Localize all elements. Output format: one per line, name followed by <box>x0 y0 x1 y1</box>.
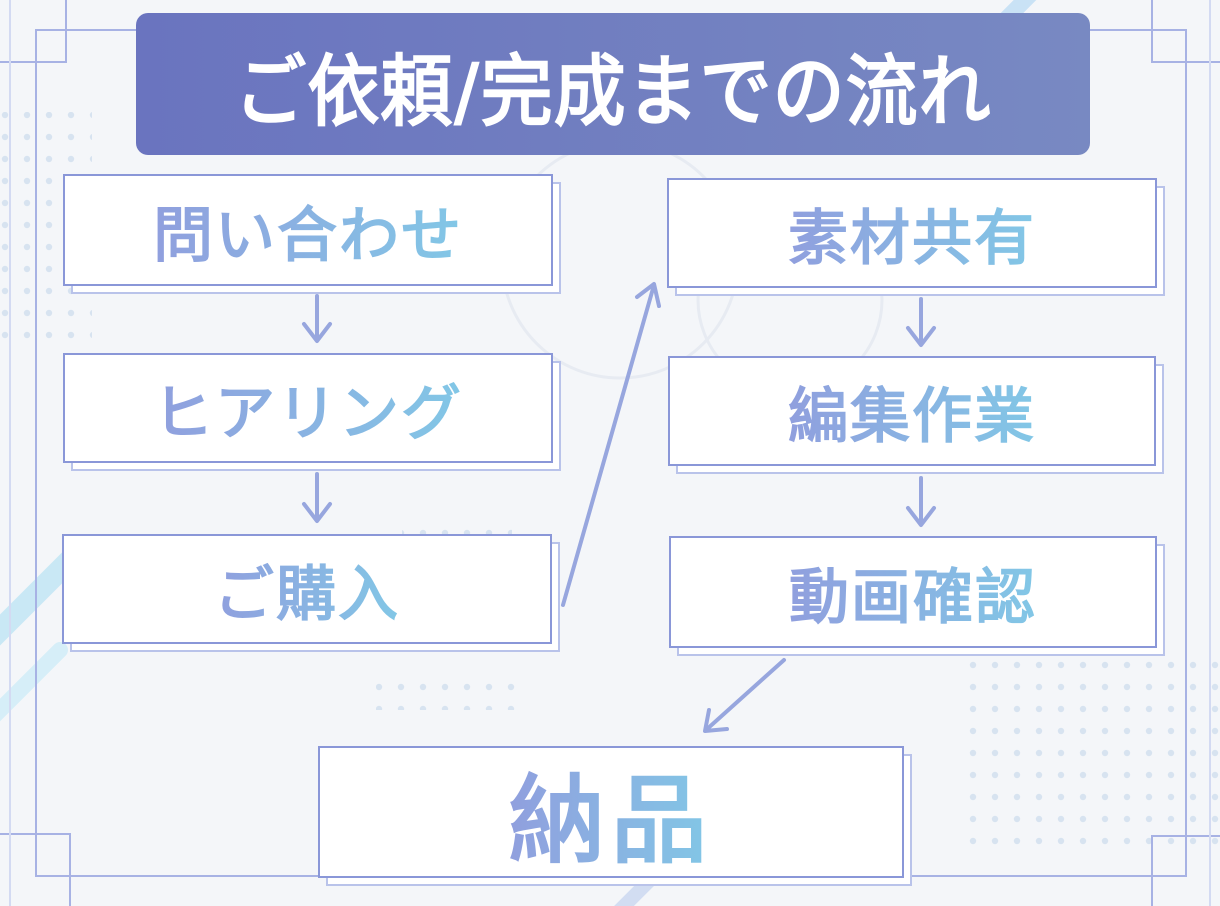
step-box-delivery: 納品 <box>318 746 912 886</box>
diagonal-stripe <box>614 873 657 906</box>
step-box-inquiry: 問い合わせ <box>63 174 561 294</box>
dot-cluster-lower <box>376 670 516 710</box>
dot-cluster-right <box>966 660 1220 850</box>
step-box-editing: 編集作業 <box>668 356 1164 474</box>
step-label-review: 動画確認 <box>789 549 1037 636</box>
step-box-review: 動画確認 <box>669 536 1165 656</box>
step-label-hearing: ヒアリング <box>153 365 463 452</box>
step-label-inquiry: 問い合わせ <box>153 187 463 274</box>
step-box-hearing: ヒアリング <box>63 353 561 471</box>
step-label-purchase: ご購入 <box>214 546 400 633</box>
step-box-purchase: ご購入 <box>62 534 560 652</box>
diagonal-stripe <box>0 642 68 722</box>
step-label-delivery: 納品 <box>509 743 713 882</box>
step-label-material: 素材共有 <box>788 190 1036 277</box>
page-title: ご依頼/完成までの流れ <box>234 45 992 137</box>
title-banner: ご依頼/完成までの流れ <box>136 13 1090 155</box>
diagonal-stripe <box>0 549 81 646</box>
step-box-material: 素材共有 <box>667 178 1165 296</box>
step-label-editing: 編集作業 <box>788 368 1036 455</box>
